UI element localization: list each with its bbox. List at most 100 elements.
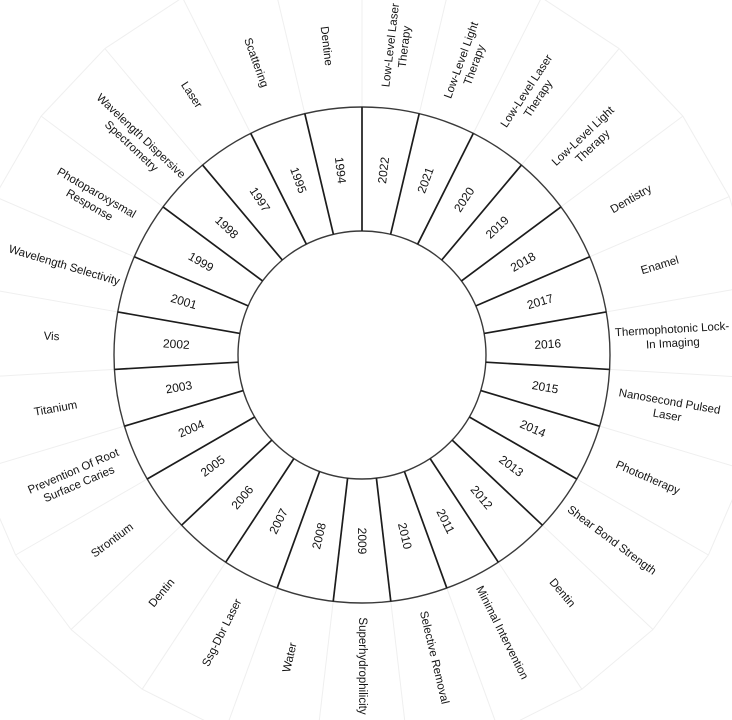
wedge-guide-line [183, 0, 252, 134]
wedge-guide-line [576, 478, 709, 556]
keyword-label-line: Strontium [89, 521, 136, 560]
keyword-label: Dentin [547, 577, 578, 610]
wedge-guide-edge [707, 499, 732, 556]
keyword-label: PhotoparoxysmalResponse [48, 166, 138, 233]
keyword-label: Scattering [241, 36, 270, 89]
wedge-guide-line [0, 368, 115, 377]
wedge-guide-line [70, 524, 182, 630]
segment-divider [403, 471, 448, 589]
wedge-guide-edge [0, 115, 42, 189]
inner-circle [237, 230, 487, 480]
keyword-label-line: Dentin [147, 577, 178, 610]
segment-divider [485, 361, 610, 371]
keyword-label-line: Superhydrophilicity [356, 617, 368, 714]
keyword-label: Titanium [33, 399, 78, 418]
keyword-label: Low-Level LightTherapy [550, 104, 627, 179]
year-label: 2016 [534, 336, 562, 352]
year-label: 2003 [164, 378, 193, 396]
wedge-guide-edge [544, 0, 620, 49]
segment-divider [303, 113, 335, 235]
year-label: 2008 [309, 521, 329, 551]
segment-divider [468, 416, 578, 480]
keyword-label: Low-Level LaserTherapy [499, 53, 567, 138]
wedge-guide-line [228, 587, 278, 720]
keyword-label-line: Enamel [640, 254, 681, 277]
wedge-guide-line [40, 115, 164, 208]
keyword-label-line: Dentistry [609, 183, 655, 216]
wedge-guide-line [589, 196, 730, 258]
keyword-label: Vis [43, 330, 60, 343]
year-label: 2015 [531, 378, 560, 396]
wedge-guide-edge [15, 554, 72, 630]
wedge-guide-edge [0, 517, 17, 556]
wedge-guide-line [104, 48, 203, 166]
year-label: 2022 [375, 156, 392, 184]
wedge-guide-line [390, 601, 406, 720]
wedge-guide-line [472, 0, 541, 134]
keyword-label: Dentistry [609, 183, 655, 216]
keyword-label-line: Vis [43, 330, 60, 343]
keyword-label-line: Laser [652, 407, 683, 424]
keyword-label-line: Therapy [397, 25, 414, 69]
segment-divider [225, 458, 295, 563]
wedge-guide-line [542, 524, 654, 630]
year-label: 2010 [395, 521, 415, 551]
wedge-guide-line [521, 48, 620, 166]
keyword-label-line: Shear Bond Strength [565, 504, 658, 578]
wedge-guide-edge [70, 629, 143, 690]
wedge-guide-line [15, 478, 148, 556]
keyword-label: Low-Level LightTherapy [442, 20, 494, 105]
wedge-guide-line [609, 368, 732, 378]
segment-divider [162, 206, 264, 282]
keyword-label-line: Wavelength Dispersive [94, 92, 187, 181]
segment-divider [389, 113, 421, 235]
segment-dividers [114, 107, 610, 602]
keyword-label-line: Minimal Intervention [473, 584, 530, 681]
wedge-guide-edge [104, 0, 180, 49]
wedge-guide-edge [141, 688, 205, 720]
keyword-label-line: Selective Removal [417, 610, 451, 705]
keyword-label: Dentin [147, 577, 178, 610]
keyword-label-line: Scattering [241, 36, 270, 89]
keyword-label: Laser [178, 80, 204, 111]
segment-divider [416, 132, 475, 245]
keyword-label: Low-Level LaserTherapy [380, 3, 416, 90]
wedge-guide-edge [682, 115, 730, 197]
wedge-guide-edge [618, 48, 684, 117]
keyword-label: Dentine [318, 26, 335, 67]
keyword-label: Thermophotonic Lock-In Imaging [615, 321, 731, 354]
year-ring [113, 106, 611, 604]
keyword-label: Wavelength DispersiveSpectrometry [84, 92, 187, 191]
keyword-label: Nanosecond PulsedLaser [615, 387, 721, 430]
year-label: 2009 [355, 528, 369, 555]
wedge-guide-line [0, 425, 125, 464]
wedge-guide-line [497, 561, 583, 690]
segment-divider [451, 439, 543, 526]
wedge-guide-line [277, 0, 306, 114]
segment-divider [249, 132, 308, 245]
keyword-label-line: Wavelength Selectivity [7, 244, 121, 289]
year-label: 2002 [163, 336, 191, 352]
wedge-guide-edge [652, 554, 709, 630]
keyword-label-line: In Imaging [646, 336, 700, 351]
segment-divider [146, 416, 256, 480]
wedge-guide-line [0, 290, 118, 313]
segment-divider [181, 439, 273, 526]
segment-divider [133, 255, 249, 307]
keyword-label-line: Dentine [318, 26, 335, 67]
wedge-guide-line [599, 425, 732, 467]
segment-divider [332, 478, 349, 602]
keyword-label: Enamel [640, 254, 681, 277]
keyword-label-line: Dentin [547, 577, 578, 610]
segment-divider [114, 361, 239, 371]
segment-divider [441, 164, 523, 261]
keyword-label-line: Ssg-Dbr Laser [200, 597, 244, 669]
wedge-guide-line [0, 198, 135, 258]
keyword-label: Wavelength Selectivity [7, 244, 121, 289]
keyword-label-line: Thermophotonic Lock- [615, 321, 730, 340]
keyword-label-line: Phototherapy [614, 459, 682, 497]
keyword-label: Strontium [89, 521, 136, 560]
keyword-label-line: Titanium [33, 399, 78, 418]
keyword-label: Selective Removal [417, 610, 451, 705]
